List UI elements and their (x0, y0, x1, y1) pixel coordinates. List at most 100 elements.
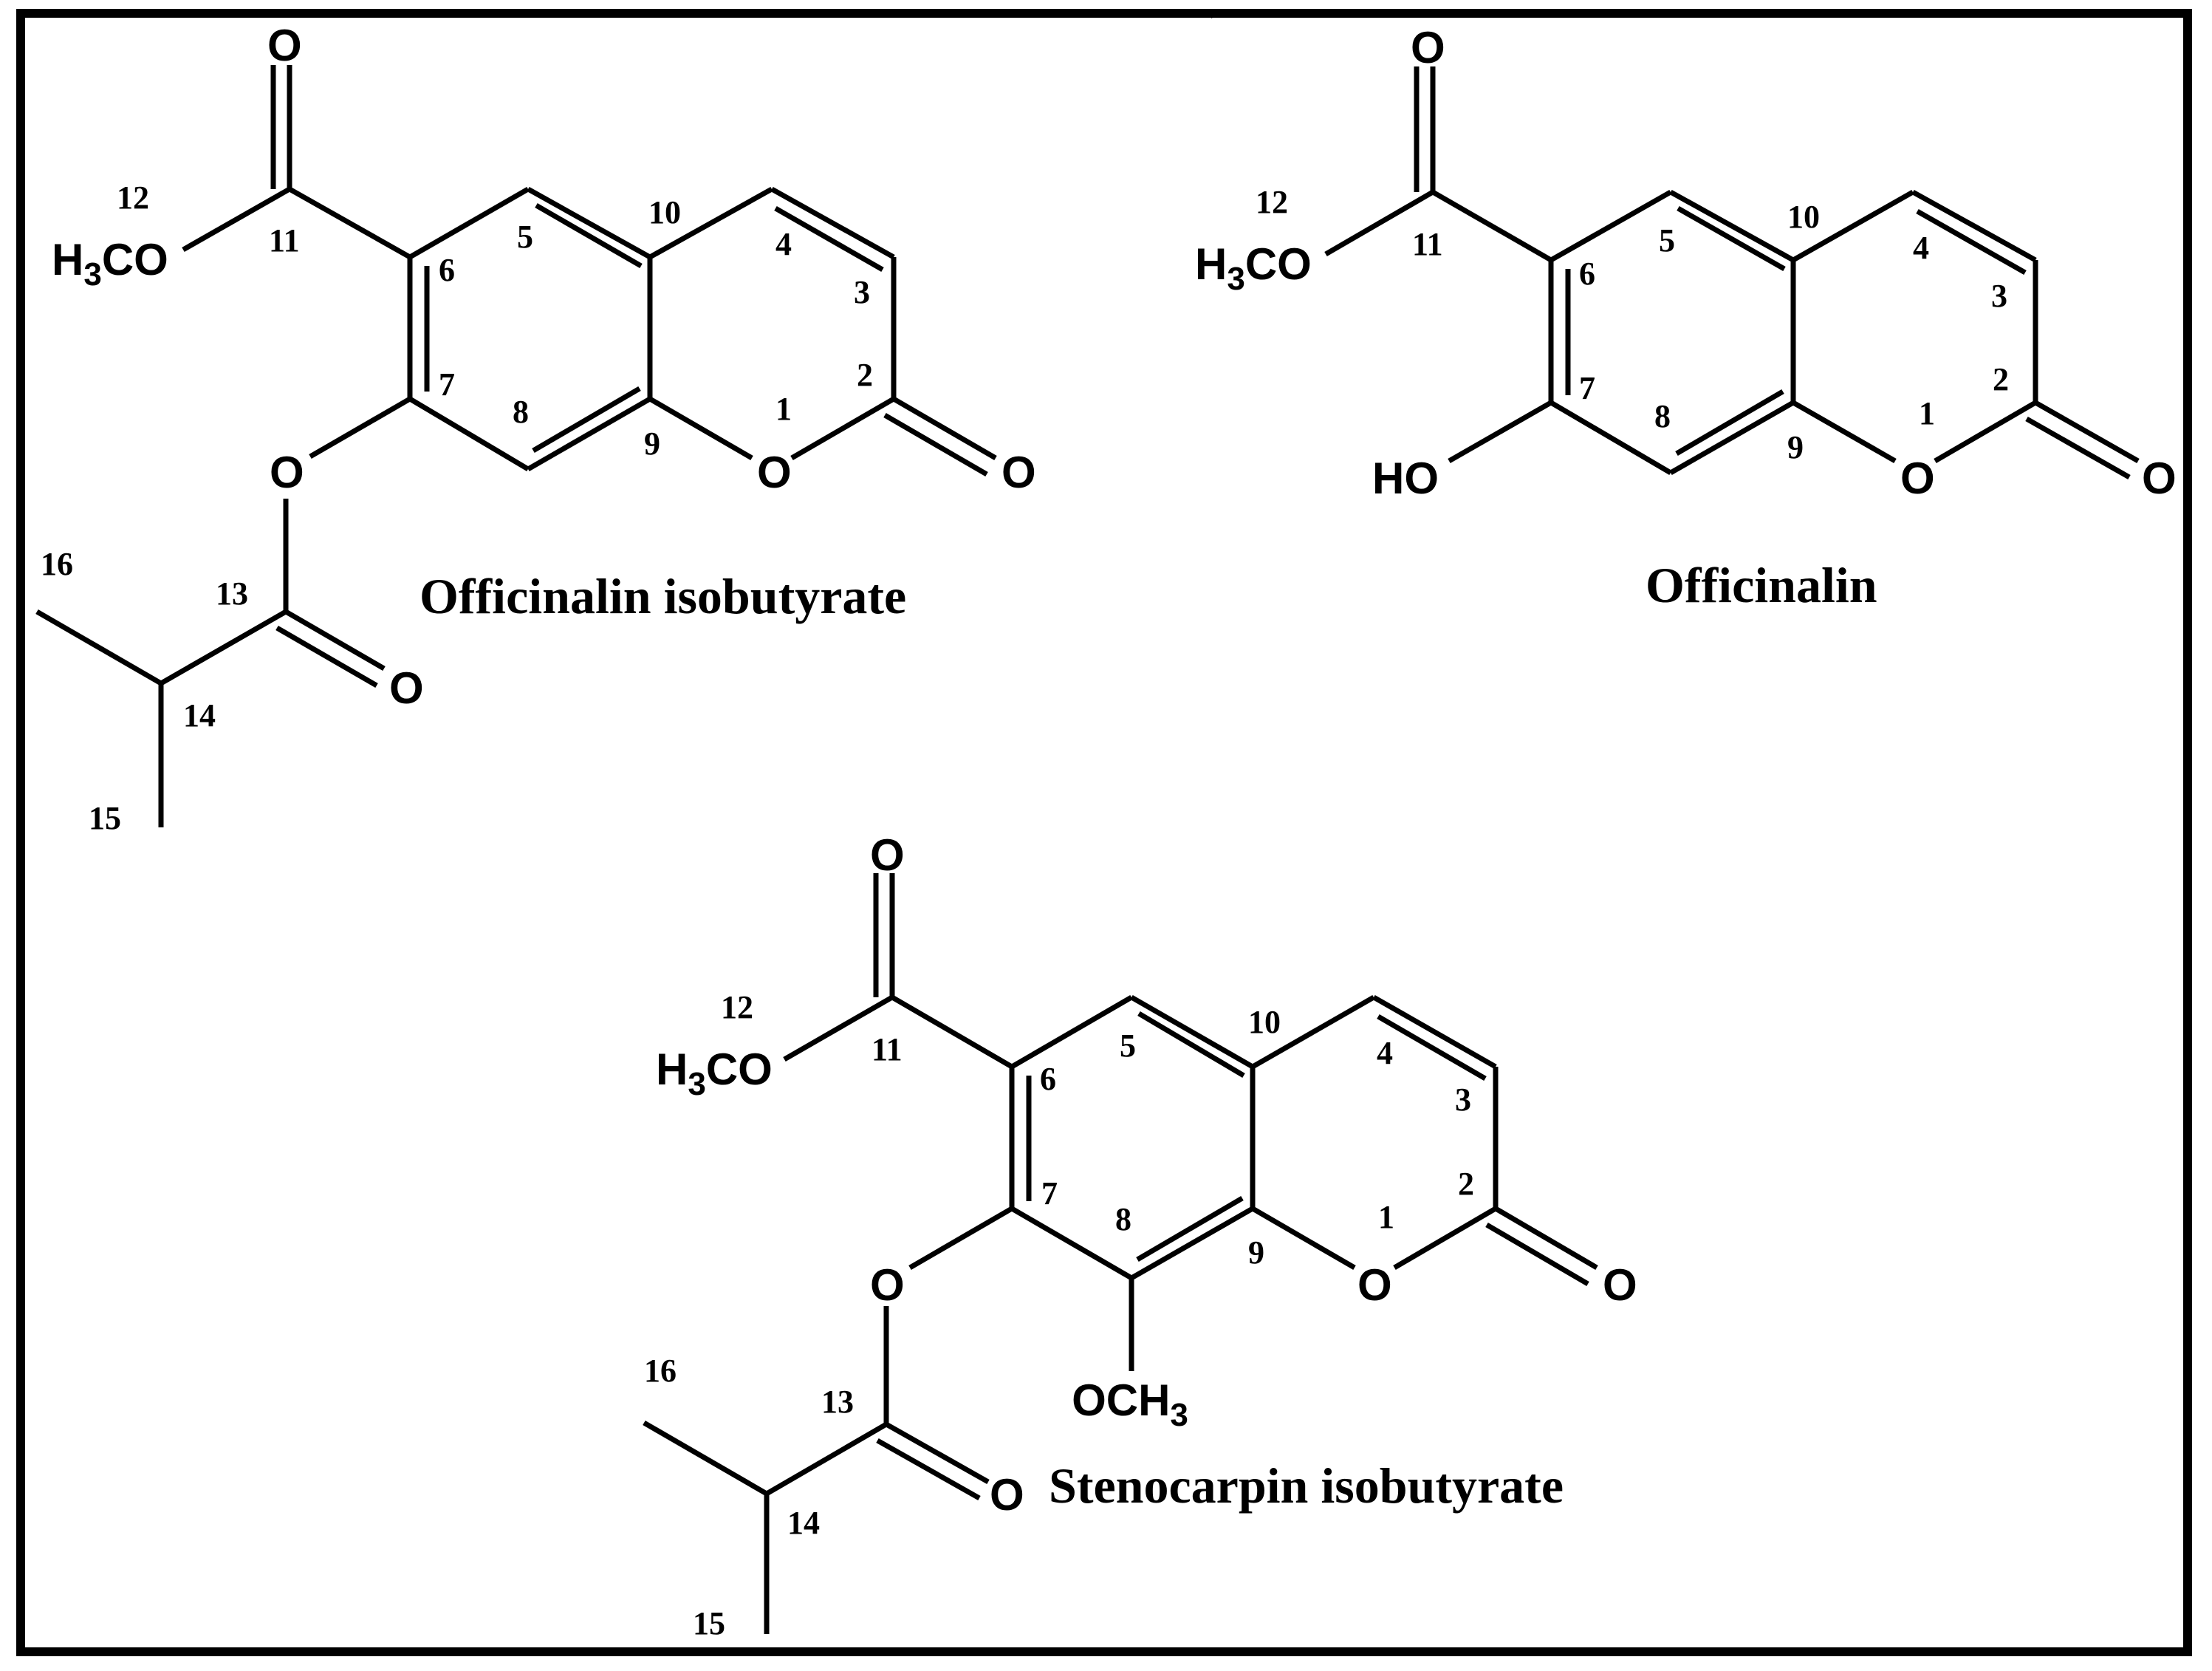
position-number: 14 (787, 1505, 820, 1541)
bond-line (876, 1438, 981, 1501)
position-number: 12 (117, 180, 149, 216)
isobutyryl-o-label: O (990, 1470, 1024, 1520)
position-number: 9 (1248, 1234, 1264, 1271)
bond-line (1934, 400, 2037, 464)
position-number: 2 (857, 357, 873, 393)
frame-tick (1208, 10, 1214, 18)
bond-line (1010, 1206, 1133, 1281)
bond-line (527, 396, 651, 472)
position-number: 8 (513, 394, 529, 430)
bond-line (1251, 994, 1375, 1070)
position-number: 3 (1991, 278, 2007, 314)
position-number: 10 (1248, 1004, 1281, 1040)
bond-line (1130, 1206, 1254, 1281)
position-number: 11 (1412, 226, 1443, 262)
position-number: 3 (854, 274, 870, 310)
bond-line (1669, 189, 1795, 263)
bond-line (275, 625, 378, 688)
bond-line (1669, 400, 1795, 476)
bond-line (883, 412, 988, 477)
bond-line (1485, 1222, 1589, 1287)
bond-line (1911, 189, 2037, 263)
ring-o-label: O (757, 448, 792, 497)
carbonyl-o-label: O (1411, 23, 1445, 72)
position-number: 7 (1579, 370, 1595, 406)
bond-line (535, 202, 643, 269)
bonds (643, 873, 1598, 1634)
bond-line (408, 186, 530, 260)
bond-line (892, 396, 997, 461)
molecule-officinalin: O H3CO HO O O 1 2 3 4 5 6 7 8 9 10 11 12… (1195, 23, 2177, 613)
bond-line (783, 994, 894, 1062)
bond-line (527, 186, 651, 260)
bond-line (1916, 208, 2027, 276)
figure-frame (16, 9, 2192, 1656)
position-number: 11 (872, 1031, 903, 1067)
molecule-title: Officinalin (1646, 557, 1877, 613)
bond-line (532, 386, 641, 454)
atom-labels: O H3CO HO O O (1195, 23, 2177, 503)
position-number: 12 (1256, 184, 1288, 220)
position-number: 7 (439, 366, 455, 403)
molecule-stenocarpin-isobutyrate: O H3CO O O O O OCH3 1 2 3 4 5 6 7 8 9 10… (643, 830, 1637, 1641)
bond-line (1677, 205, 1786, 272)
molecule-title: Stenocarpin isobutyrate (1049, 1458, 1564, 1514)
bond-line (35, 609, 162, 686)
position-number: 6 (1040, 1061, 1056, 1097)
bond-line (1130, 994, 1254, 1070)
position-number: 2 (1458, 1166, 1474, 1202)
bond-line (1251, 1206, 1356, 1271)
position-number: 4 (775, 226, 792, 262)
position-numbers: 1 2 3 4 5 6 7 8 9 10 11 12 13 14 15 16 (644, 989, 1474, 1641)
position-number: 1 (775, 391, 792, 427)
position-number: 1 (1378, 1199, 1394, 1235)
bond-line (1324, 189, 1434, 257)
position-number: 10 (648, 194, 681, 230)
bond-line (1550, 400, 1672, 476)
position-number: 8 (1654, 398, 1671, 434)
atom-labels: O H3CO O O O O (52, 21, 1036, 713)
ester-link-o-label: O (270, 448, 304, 497)
bond-line (2025, 416, 2131, 480)
position-number: 4 (1377, 1035, 1393, 1071)
position-numbers: 1 2 3 4 5 6 7 8 9 10 11 12 13 14 15 16 (41, 180, 873, 836)
carbonyl-o-label: O (267, 21, 302, 70)
position-number: 8 (1115, 1201, 1131, 1237)
bond-line (765, 1421, 888, 1497)
methoxy-label: H3CO (52, 235, 168, 293)
position-number: 6 (1579, 256, 1595, 292)
bond-line (160, 609, 287, 686)
bond-line (1431, 189, 1552, 263)
bond-line (643, 1420, 768, 1497)
ring-o-label: O (1900, 454, 1935, 503)
position-number: 5 (517, 219, 533, 255)
bond-line (1136, 1195, 1244, 1262)
ring-o-label: O (1357, 1260, 1392, 1310)
bond-line (648, 186, 773, 260)
carbonyl-o-label: O (870, 830, 905, 880)
c8-methoxy-label: OCH3 (1072, 1376, 1188, 1433)
bond-line (288, 186, 411, 260)
bond-line (1494, 1206, 1598, 1271)
position-number: 10 (1787, 199, 1820, 235)
bond-line (1448, 400, 1552, 464)
bond-line (891, 994, 1013, 1070)
position-number: 2 (1993, 361, 2009, 397)
position-number: 14 (183, 697, 216, 734)
ester-link-o-label: O (870, 1260, 905, 1310)
bond-line (1137, 1011, 1245, 1079)
position-number: 4 (1913, 230, 1929, 266)
position-number: 13 (821, 1384, 854, 1420)
position-number: 3 (1455, 1081, 1471, 1118)
bonds (35, 65, 997, 827)
bond-line (309, 396, 411, 459)
position-numbers: 1 2 3 4 5 6 7 8 9 10 11 12 (1256, 184, 2009, 465)
position-number: 15 (89, 800, 121, 836)
bond-line (2034, 400, 2140, 464)
bond-line (1010, 994, 1133, 1070)
isobutyryl-o-label: O (389, 663, 424, 713)
bond-line (1792, 189, 1914, 263)
molecule-title: Officinalin isobutyrate (420, 568, 906, 624)
position-number: 9 (644, 426, 660, 462)
